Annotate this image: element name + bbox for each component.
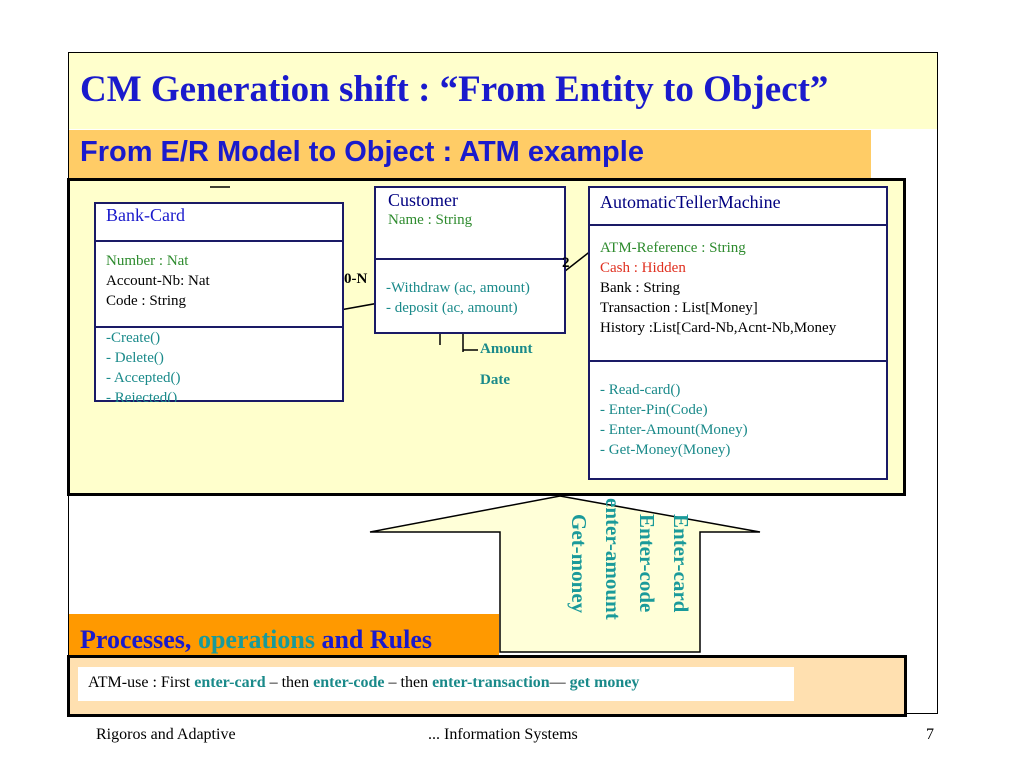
rule-step: enter-code: [313, 674, 385, 691]
attribute: Transaction : List[Money]: [600, 300, 758, 316]
footer-left: Rigoros and Adaptive: [96, 726, 236, 743]
relation-attribute: Date: [480, 372, 510, 388]
slide-title: CM Generation shift : “From Entity to Ob…: [80, 69, 829, 110]
operation: - Accepted(): [106, 370, 181, 386]
operation: - deposit (ac, amount): [386, 300, 518, 316]
operation: - Read-card(): [600, 382, 681, 398]
attribute: Bank : String: [600, 280, 681, 296]
processes-title-part: and Rules: [314, 625, 432, 654]
processes-title: Processes, operations and Rules: [80, 625, 432, 655]
attribute: Code : String: [106, 293, 187, 309]
slide-subtitle: From E/R Model to Object : ATM example: [80, 136, 644, 168]
rule-step: get money: [569, 674, 640, 691]
attribute: Number : Nat: [106, 253, 189, 269]
subtitle-band: [69, 130, 871, 178]
class-automatic-teller-machine: AutomaticTellerMachine ATM-Reference : S…: [588, 186, 888, 480]
operation: -Withdraw (ac, amount): [386, 280, 530, 296]
attribute-hidden: Cash : Hidden: [600, 260, 686, 276]
rule-text-part: – then: [265, 674, 314, 691]
class-name-atm: AutomaticTellerMachine: [600, 192, 781, 212]
rule-step: enter-card: [194, 674, 266, 691]
arrow-op-label: Get-money: [567, 514, 591, 614]
operation: - Rejected(): [106, 390, 178, 402]
attribute: ATM-Reference : String: [600, 240, 746, 256]
rule-text: ATM-use : First enter-card – then enter-…: [88, 674, 639, 692]
processes-title-part: Processes,: [80, 625, 198, 654]
class-name-customer: Customer: [388, 190, 458, 210]
rule-text-part: —: [549, 674, 570, 691]
operation: -Create(): [106, 330, 161, 346]
cardinality-left: 0-N: [344, 271, 368, 287]
operation: - Delete(): [106, 350, 164, 366]
arrow-op-label: Enter-card: [669, 514, 693, 613]
operation: - Enter-Pin(Code): [600, 402, 708, 418]
cardinality-right: 2: [562, 255, 570, 271]
rule-box: [78, 667, 794, 701]
class-customer: Customer Name : String -Withdraw (ac, am…: [374, 186, 566, 334]
rule-text-part: ATM-use : First: [88, 674, 195, 691]
arrow-op-label: Enter-code: [635, 514, 659, 613]
attribute: History :List[Card-Nb,Acnt-Nb,Money: [600, 320, 837, 336]
processes-title-highlight: operations: [197, 625, 315, 654]
operation: - Get-Money(Money): [600, 442, 731, 458]
footer-center: ... Information Systems: [428, 726, 578, 743]
rule-step: enter-transaction: [432, 674, 550, 691]
attribute: Account-Nb: Nat: [106, 273, 210, 289]
attribute: Name : String: [388, 212, 473, 228]
class-name-bank-card: Bank-Card: [106, 205, 185, 225]
arrow-op-label: enter-amount: [601, 498, 625, 620]
page-number: 7: [926, 726, 934, 743]
relation-attribute: Amount: [480, 341, 533, 357]
operation: - Enter-Amount(Money): [600, 422, 748, 438]
class-bank-card: Bank-Card Number : Nat Account-Nb: Nat C…: [94, 202, 344, 402]
rule-text-part: – then: [384, 674, 433, 691]
title-band: [69, 53, 937, 129]
